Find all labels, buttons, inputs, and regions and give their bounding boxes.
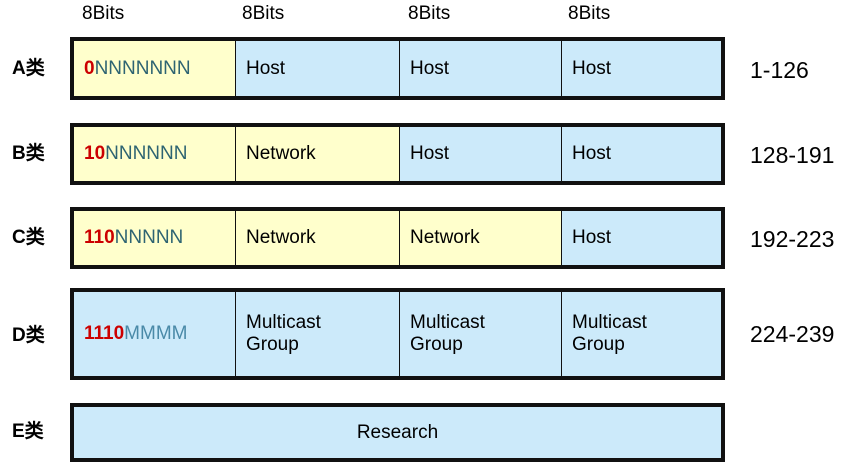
class-b-octet-4: Host: [562, 127, 721, 181]
column-header-octet-4: 8Bits: [568, 3, 611, 24]
class-c-octet-2-label: Network: [246, 227, 316, 248]
class-c-octet-1: 110NNNNN: [74, 211, 236, 265]
pattern-letters: MMMM: [124, 323, 188, 344]
class-d-bit-pattern: 1110MMMM: [84, 323, 187, 345]
class-label-b: B类: [12, 143, 45, 164]
prefix-bits: 0: [84, 57, 95, 79]
class-b-range: 128-191: [750, 142, 835, 168]
class-d-octet-1: 1110MMMM: [74, 292, 236, 376]
class-b-octet-4-label: Host: [572, 143, 612, 164]
class-label-a: A类: [12, 58, 45, 79]
class-a-octet-3-label: Host: [410, 57, 450, 79]
class-d-range: 224-239: [750, 321, 835, 347]
class-label-d: D类: [12, 325, 45, 346]
class-c-octet-4-label: Host: [572, 227, 612, 248]
class-a-range: 1-126: [750, 57, 809, 83]
class-d-octet-4-label: Multicast Group: [572, 312, 647, 355]
class-a-octet-2-label: Host: [246, 57, 286, 79]
class-d-octet-3: Multicast Group: [400, 292, 562, 376]
column-header-octet-1: 8Bits: [82, 3, 125, 24]
class-d-octet-2: Multicast Group: [236, 292, 400, 376]
class-b-octet-3-label: Host: [410, 143, 450, 164]
pattern-letters: NNNNNNN: [94, 57, 191, 79]
class-row-b: 10NNNNNN Network Host Host: [70, 123, 725, 185]
class-e-full-span: Research: [74, 407, 721, 458]
class-d-octet-3-label: Multicast Group: [410, 312, 485, 355]
class-row-c: 110NNNNN Network Network Host: [70, 207, 725, 269]
prefix-bits: 10: [84, 143, 106, 164]
class-b-octet-1: 10NNNNNN: [74, 127, 236, 181]
class-label-e: E类: [12, 421, 44, 442]
class-a-octet-4-label: Host: [572, 57, 612, 79]
class-row-d: 1110MMMM Multicast Group Multicast Group…: [70, 288, 725, 380]
class-c-range: 192-223: [750, 226, 835, 252]
prefix-bits: 1110: [84, 323, 125, 344]
class-e-label: Research: [356, 421, 439, 443]
class-a-octet-4: Host: [562, 41, 721, 96]
class-b-octet-2-label: Network: [246, 143, 316, 164]
class-d-octet-2-label: Multicast Group: [246, 312, 321, 355]
class-a-octet-1: 0NNNNNNN: [74, 41, 236, 96]
class-c-octet-2: Network: [236, 211, 400, 265]
class-b-bit-pattern: 10NNNNNN: [84, 143, 187, 165]
class-b-octet-2: Network: [236, 127, 400, 181]
class-label-c: C类: [12, 227, 45, 248]
class-c-octet-3-label: Network: [410, 227, 480, 248]
class-row-e: Research: [70, 403, 725, 462]
class-a-bit-pattern: 0NNNNNNN: [84, 58, 191, 80]
class-c-octet-4: Host: [562, 211, 721, 265]
class-c-octet-3: Network: [400, 211, 562, 265]
column-header-octet-3: 8Bits: [408, 3, 451, 24]
class-a-octet-2: Host: [236, 41, 400, 96]
class-a-octet-3: Host: [400, 41, 562, 96]
pattern-letters: NNNNNN: [105, 143, 188, 164]
pattern-letters: NNNNN: [114, 227, 184, 248]
column-header-octet-2: 8Bits: [242, 3, 285, 24]
prefix-bits: 110: [84, 227, 115, 248]
class-c-bit-pattern: 110NNNNN: [84, 227, 183, 249]
class-row-a: 0NNNNNNN Host Host Host: [70, 37, 725, 100]
class-d-octet-4: Multicast Group: [562, 292, 721, 376]
class-b-octet-3: Host: [400, 127, 562, 181]
